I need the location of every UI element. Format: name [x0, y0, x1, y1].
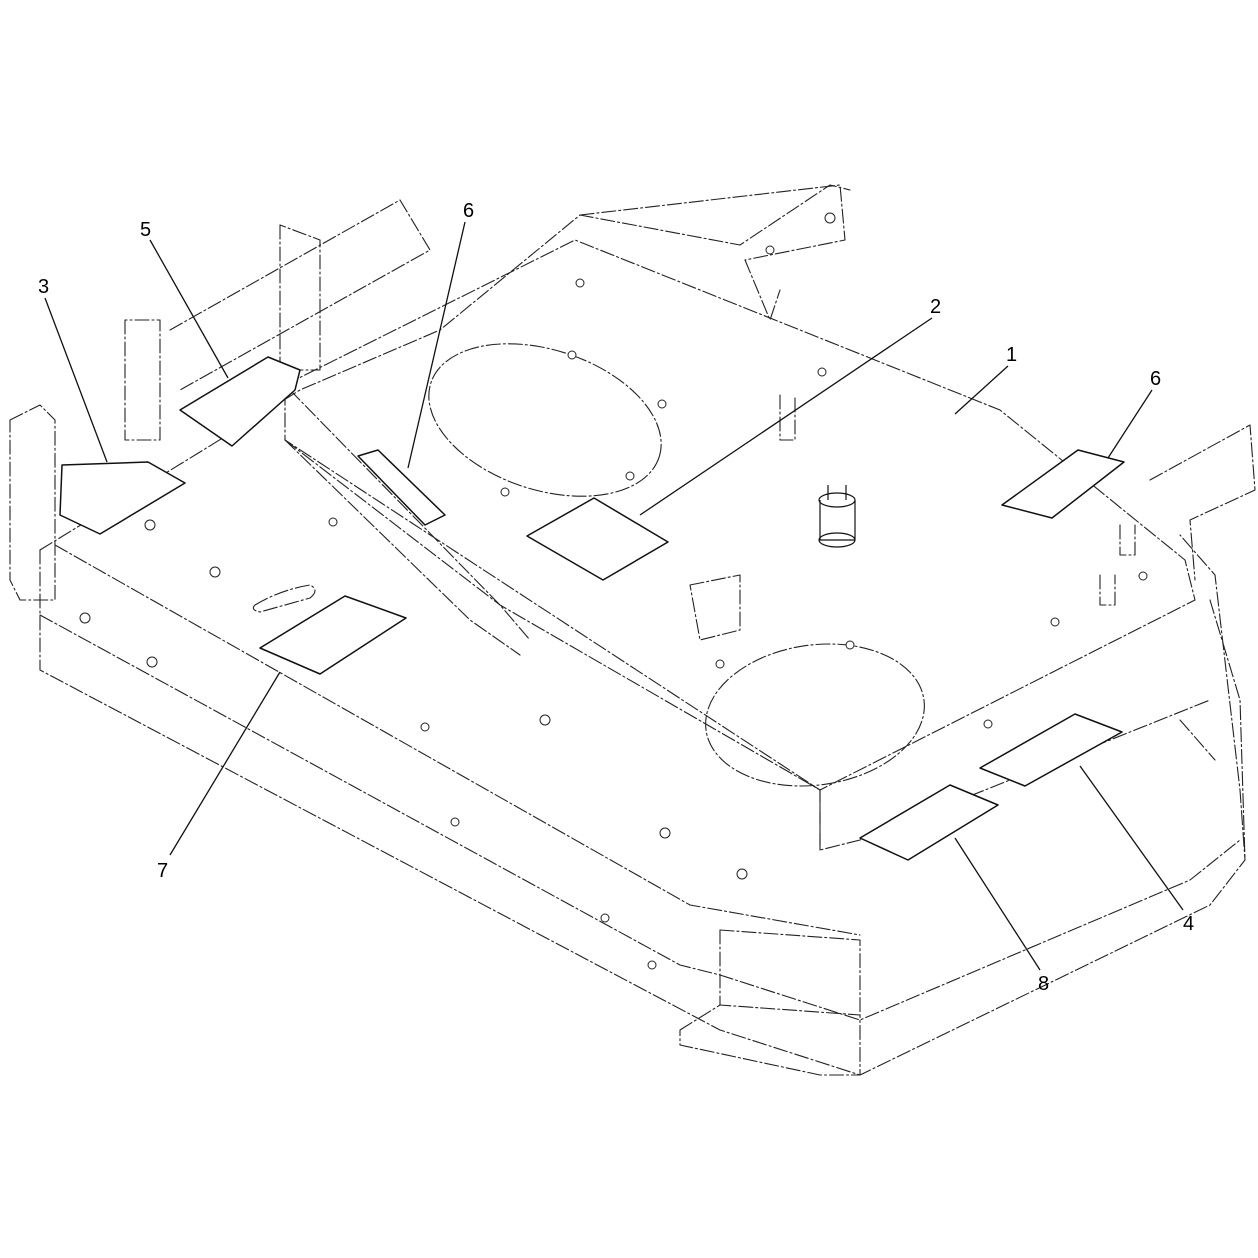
decals — [59, 356, 1125, 861]
decal-2 — [526, 497, 669, 581]
decal-6-left — [357, 449, 446, 526]
decal-7 — [259, 595, 407, 675]
leader-8 — [954, 837, 1041, 971]
deck-holes — [79, 212, 1148, 970]
decal-5 — [179, 356, 301, 447]
leader-4 — [1079, 765, 1184, 911]
leader-lines — [44, 221, 1184, 971]
callout-3: 3 — [38, 276, 49, 298]
leader-7 — [169, 671, 281, 856]
callout-6b: 6 — [1150, 368, 1161, 390]
leader-1 — [954, 365, 1009, 415]
decal-4 — [979, 713, 1123, 787]
callout-4: 4 — [1183, 913, 1194, 935]
leader-6b — [1107, 389, 1153, 459]
leader-5 — [149, 239, 229, 379]
callout-5: 5 — [140, 219, 151, 241]
decal-6-right — [1001, 449, 1125, 519]
leader-3 — [44, 297, 108, 463]
decal-3 — [59, 461, 186, 535]
mower-deck — [9, 184, 1256, 1076]
callout-8: 8 — [1038, 973, 1049, 995]
callout-7: 7 — [157, 860, 168, 882]
leader-6a — [407, 221, 466, 469]
callout-2: 2 — [930, 296, 941, 318]
callout-1: 1 — [1006, 344, 1017, 366]
callout-labels: 1 2 3 4 5 6 6 7 8 — [38, 200, 1194, 995]
decal-8 — [859, 784, 999, 861]
callout-6a: 6 — [463, 200, 474, 222]
leader-2 — [639, 317, 933, 516]
